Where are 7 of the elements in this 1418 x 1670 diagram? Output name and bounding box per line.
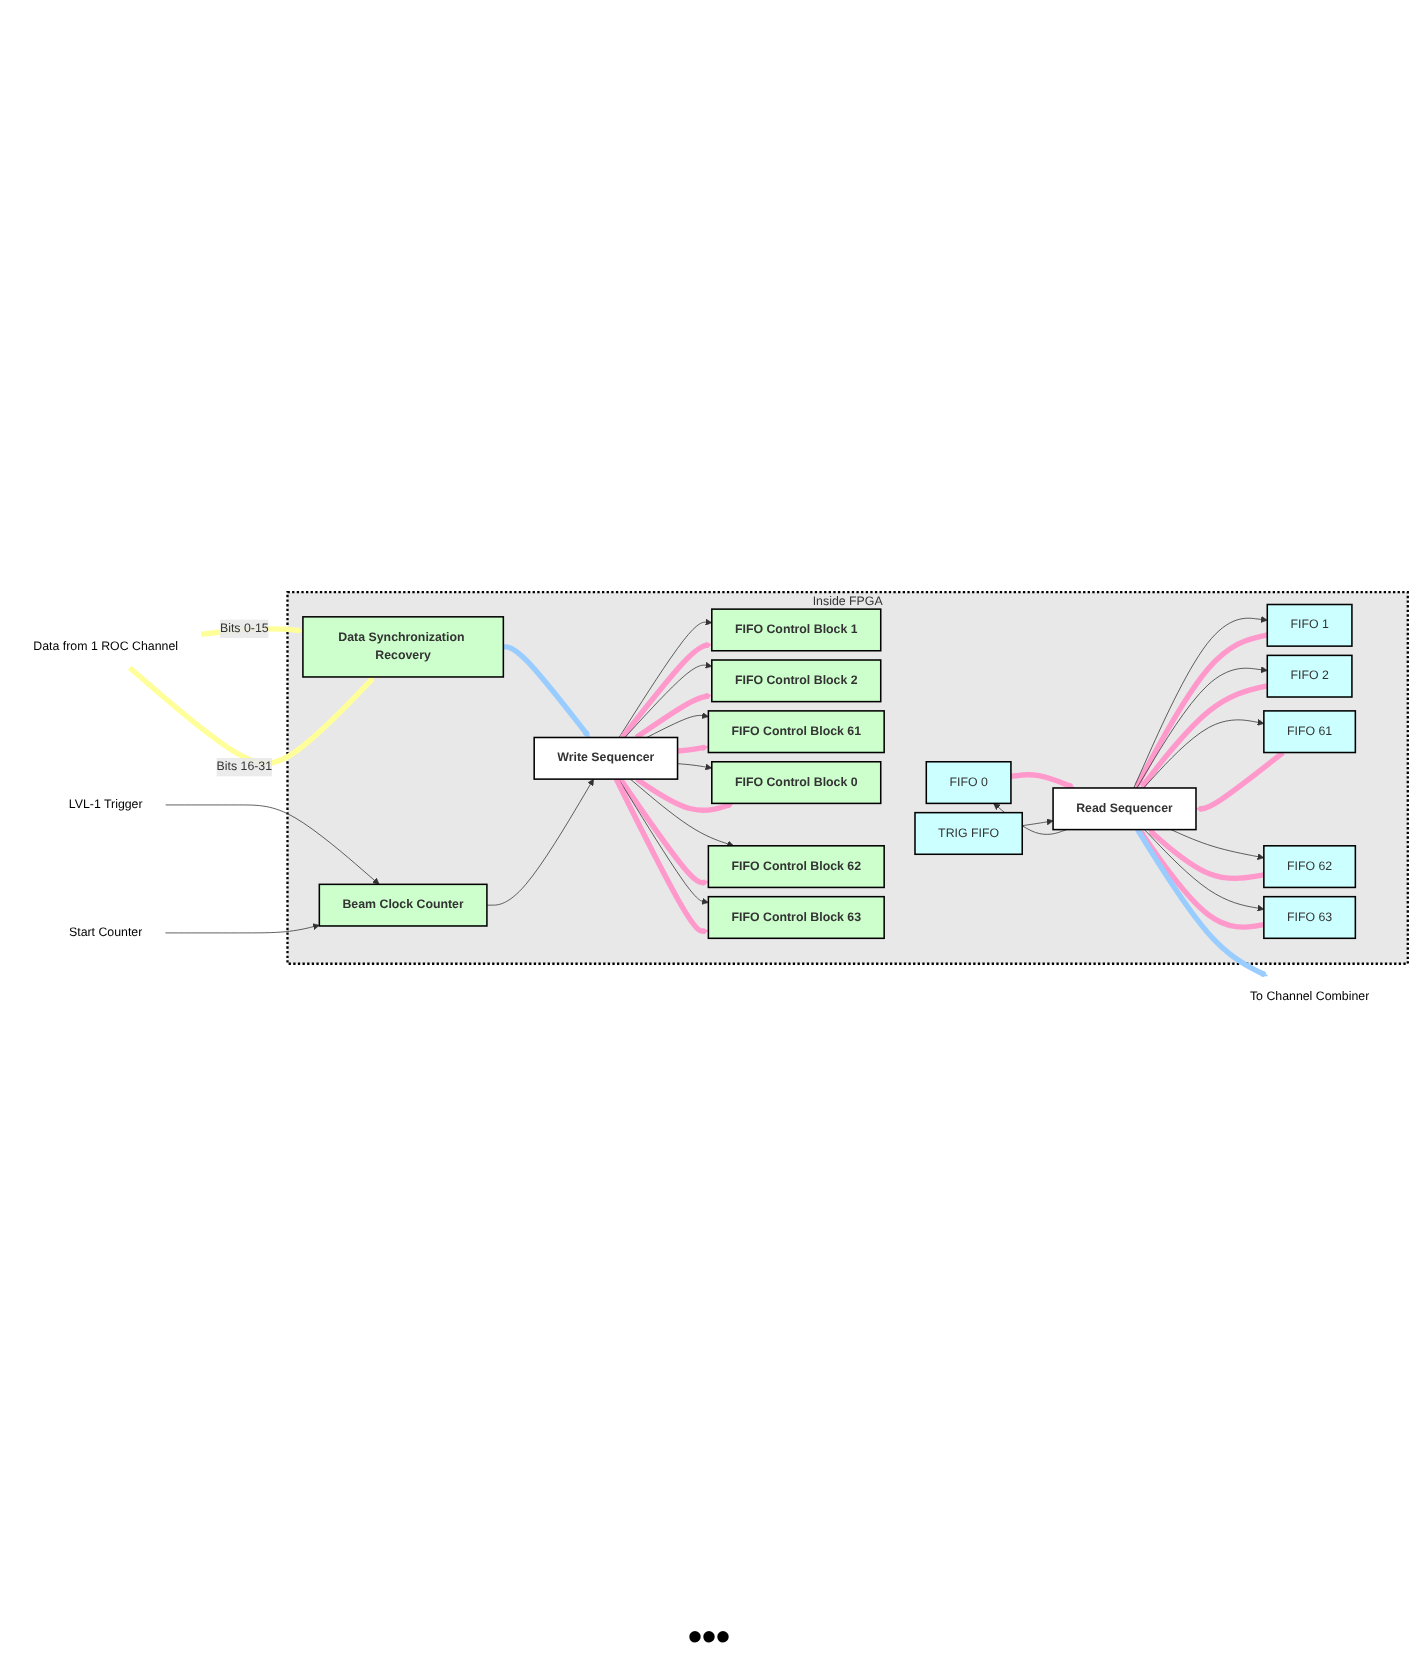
arrow (635, 775, 734, 813)
arrow (677, 743, 709, 753)
arrow (503, 643, 590, 737)
arrow (1010, 771, 1075, 789)
ellipsis-mark: ••• (687, 1616, 730, 1662)
arrow (127, 664, 375, 765)
arrow (1195, 749, 1285, 812)
